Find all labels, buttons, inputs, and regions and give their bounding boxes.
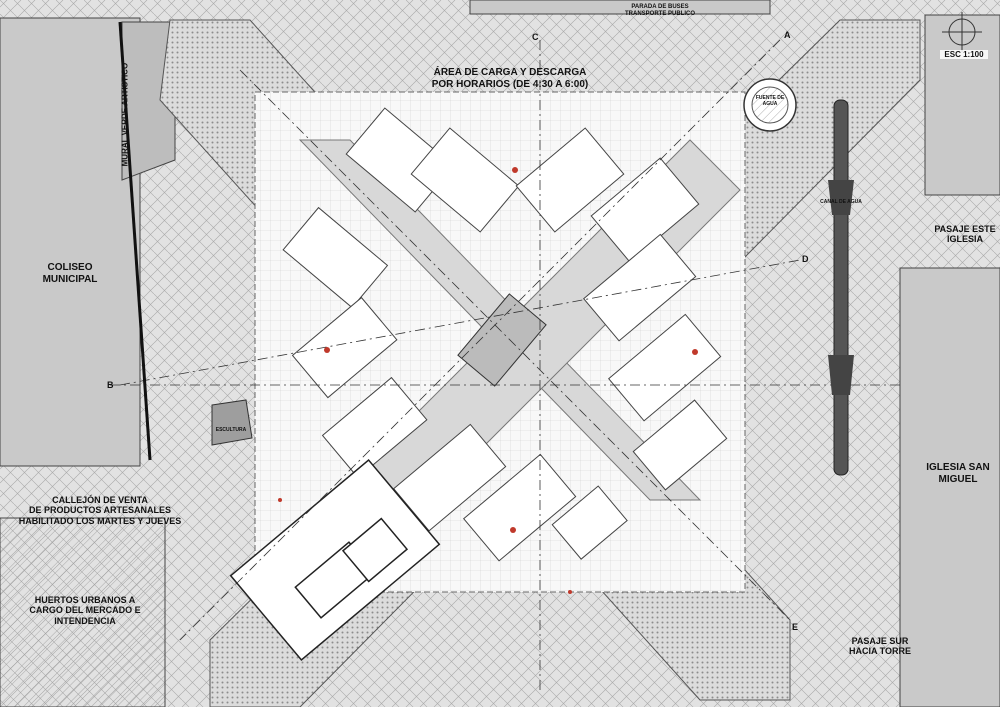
- huertos-label: HUERTOS URBANOS A CARGO DEL MERCADO E IN…: [29, 595, 141, 626]
- section-marker-b: B: [107, 380, 114, 390]
- escultura-label: ESCULTURA: [215, 427, 247, 433]
- section-markers: A B C D E: [107, 30, 809, 632]
- scale-label: ESC 1:100: [940, 50, 988, 60]
- coliseo-top-block: [121, 21, 176, 181]
- section-marker-c: C: [532, 32, 539, 42]
- section-marker-a: A: [784, 30, 791, 40]
- pasaje-este-label: PASAJE ESTE IGLESIA: [934, 224, 996, 245]
- market-blocks-south: [392, 423, 628, 562]
- water-channel-label: CANAL DE AGUA: [820, 199, 862, 205]
- north-building: [469, 0, 771, 15]
- mural-line: [118, 21, 152, 461]
- callejon-label: CALLEJÓN DE VENTA DE PRODUCTOS ARTESANAL…: [18, 495, 182, 526]
- sculpture-base: [211, 399, 253, 446]
- north-arrow-icon: [942, 12, 982, 52]
- service-building-sw: [229, 458, 441, 662]
- iglesia-label: IGLESIA SAN MIGUEL: [926, 462, 990, 485]
- iglesia-building: [899, 267, 1000, 707]
- mural-label: MURAL VERDE ARTISTICO: [120, 62, 130, 167]
- market-blocks-west: [282, 206, 428, 479]
- section-marker-e: E: [792, 622, 798, 632]
- huertos-block: [0, 517, 166, 707]
- market-blocks-east: [582, 233, 728, 491]
- coliseo-building: [0, 17, 141, 467]
- water-channel: [833, 99, 849, 476]
- pasaje-sur-label: PASAJE SUR HACIA TORRE: [848, 636, 911, 657]
- fixture-markers: [278, 167, 698, 594]
- central-core: [457, 293, 547, 387]
- loading-area-label: ÁREA DE CARGA Y DESCARGA POR HORARIOS (D…: [431, 67, 589, 90]
- section-marker-d: D: [802, 254, 809, 264]
- transport-stop-label: PARADA DE BUSES TRANSPORTE PUBLICO: [624, 4, 695, 17]
- coliseo-label: COLISEO MUNICIPAL: [42, 262, 98, 285]
- axis-lines: [110, 39, 900, 690]
- market-blocks-north: [345, 107, 700, 263]
- fountain-label: FUENTE DE AGUA: [755, 95, 785, 107]
